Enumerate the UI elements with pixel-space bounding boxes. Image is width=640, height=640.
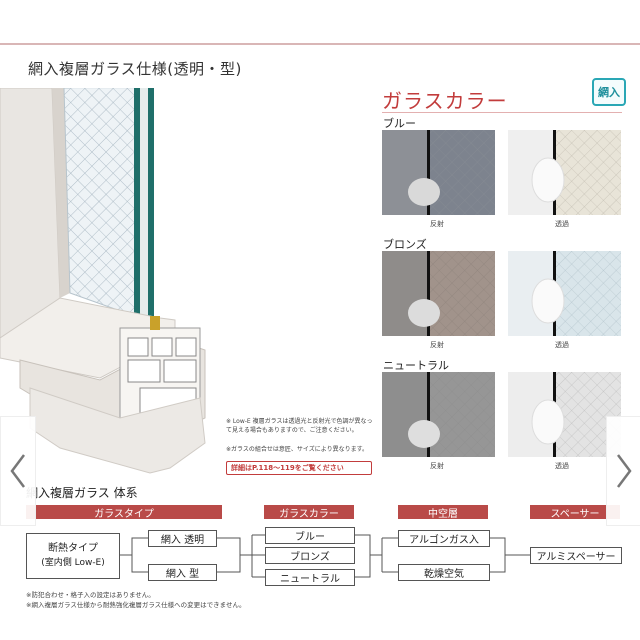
bronze-transmit-swatch [508, 251, 621, 336]
detail-link-label: 詳細はP.118〜119をご覧ください [231, 464, 344, 472]
next-button[interactable] [606, 416, 640, 526]
header-glass-color: ガラスカラー [264, 505, 354, 520]
caption-blue-transmit: 透過 [555, 220, 569, 228]
window-frame-illustration [0, 88, 206, 474]
header-spacer: スペーサー [530, 505, 620, 520]
color-bronze: ブロンズ [265, 547, 355, 564]
blue-reflect-swatch [382, 130, 495, 215]
note-low-e: ※ Low-E 複層ガラスは透過光と反射光で色調が異なって見える場合もありますの… [226, 418, 373, 434]
caption-blue-reflect: 反射 [430, 220, 444, 228]
glass-type-clear: 網入 透明 [148, 530, 217, 547]
neutral-reflect-swatch [382, 372, 495, 457]
footnote-1: ※防犯合わせ・格子入の設定はありません。 [26, 591, 155, 599]
neutral-transmit-swatch [508, 372, 621, 457]
color-neutral: ニュートラル [265, 569, 355, 586]
prev-button[interactable] [0, 416, 36, 526]
caption-neutral-transmit: 透過 [555, 462, 569, 470]
caption-neutral-reflect: 反射 [430, 462, 444, 470]
glass-color-title: ガラスカラー [382, 89, 508, 113]
chevron-left-icon [10, 454, 25, 488]
spacer-aluminum: アルミスペーサー [530, 547, 622, 564]
insulation-type-box: 断熱タイプ (室内側 Low-E) [26, 533, 120, 579]
layer-argon: アルゴンガス入 [398, 530, 490, 547]
header-glass-type: ガラスタイプ [26, 505, 222, 520]
caption-bronze-transmit: 透過 [555, 341, 569, 349]
row-label-bronze: ブロンズ [383, 238, 427, 251]
bronze-reflect-swatch [382, 251, 495, 336]
insulation-type-label: 断熱タイプ [48, 543, 98, 554]
insulation-type-sublabel: (室内側 Low-E) [41, 558, 105, 568]
chevron-right-icon [617, 454, 632, 488]
wired-glass-badge: 網入 [592, 78, 626, 106]
top-rule [0, 43, 640, 45]
blue-transmit-swatch [508, 130, 621, 215]
row-label-blue: ブルー [383, 117, 416, 130]
glass-type-figured: 網入 型 [148, 564, 217, 581]
page-heading: 網入複層ガラス仕様(透明・型) [28, 60, 242, 78]
color-blue: ブルー [265, 527, 355, 544]
caption-bronze-reflect: 反射 [430, 341, 444, 349]
footnote-2: ※網入複層ガラス仕様から耐熱強化複層ガラス仕様への変更はできません。 [26, 601, 246, 609]
note-combination: ※ガラスの組合せは意匠、サイズにより異なります。 [226, 446, 369, 453]
row-label-neutral: ニュートラル [383, 359, 449, 372]
glass-color-rule [382, 112, 622, 113]
system-title: 網入複層ガラス 体系 [26, 486, 138, 500]
layer-dry-air: 乾燥空気 [398, 564, 490, 581]
header-air-layer: 中空層 [398, 505, 488, 520]
detail-link[interactable]: 詳細はP.118〜119をご覧ください [226, 461, 372, 475]
